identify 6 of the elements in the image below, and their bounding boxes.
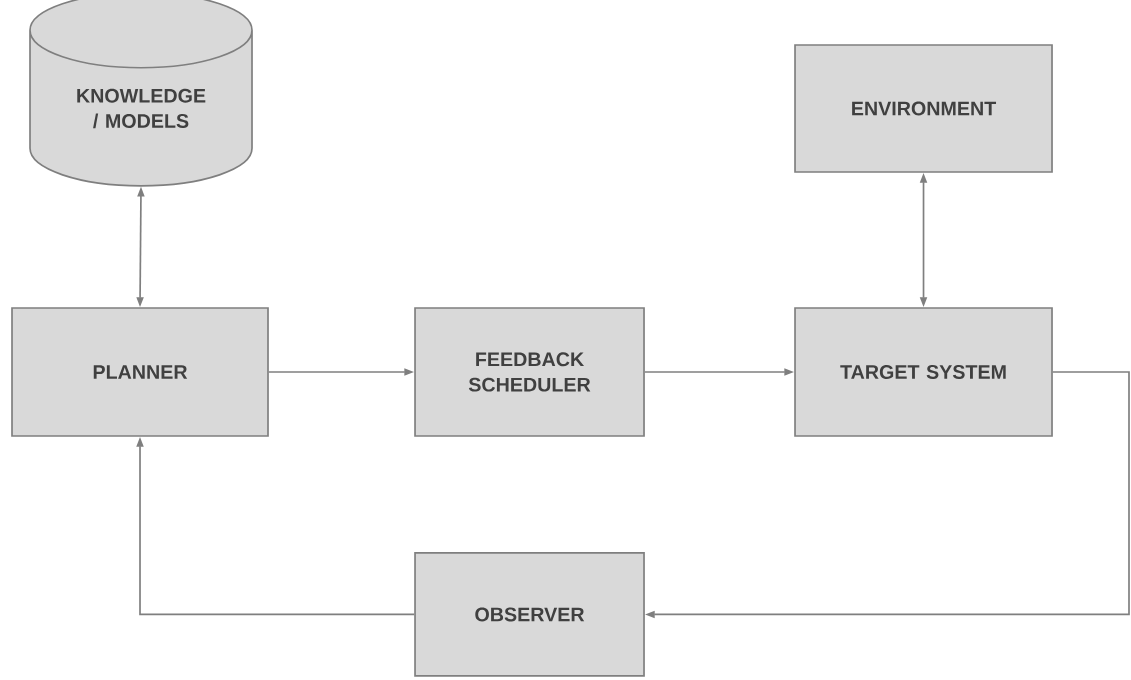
process-box: FEEDBACK SCHEDULER [414, 307, 645, 437]
process-box: TARGET SYSTEM [794, 307, 1053, 437]
process-box: ENVIRONMENT [794, 44, 1053, 173]
process-box: OBSERVER [414, 552, 645, 677]
database-cylinder: KNOWLEDGE / MODELS [29, 0, 253, 187]
process-box: PLANNER [11, 307, 269, 437]
